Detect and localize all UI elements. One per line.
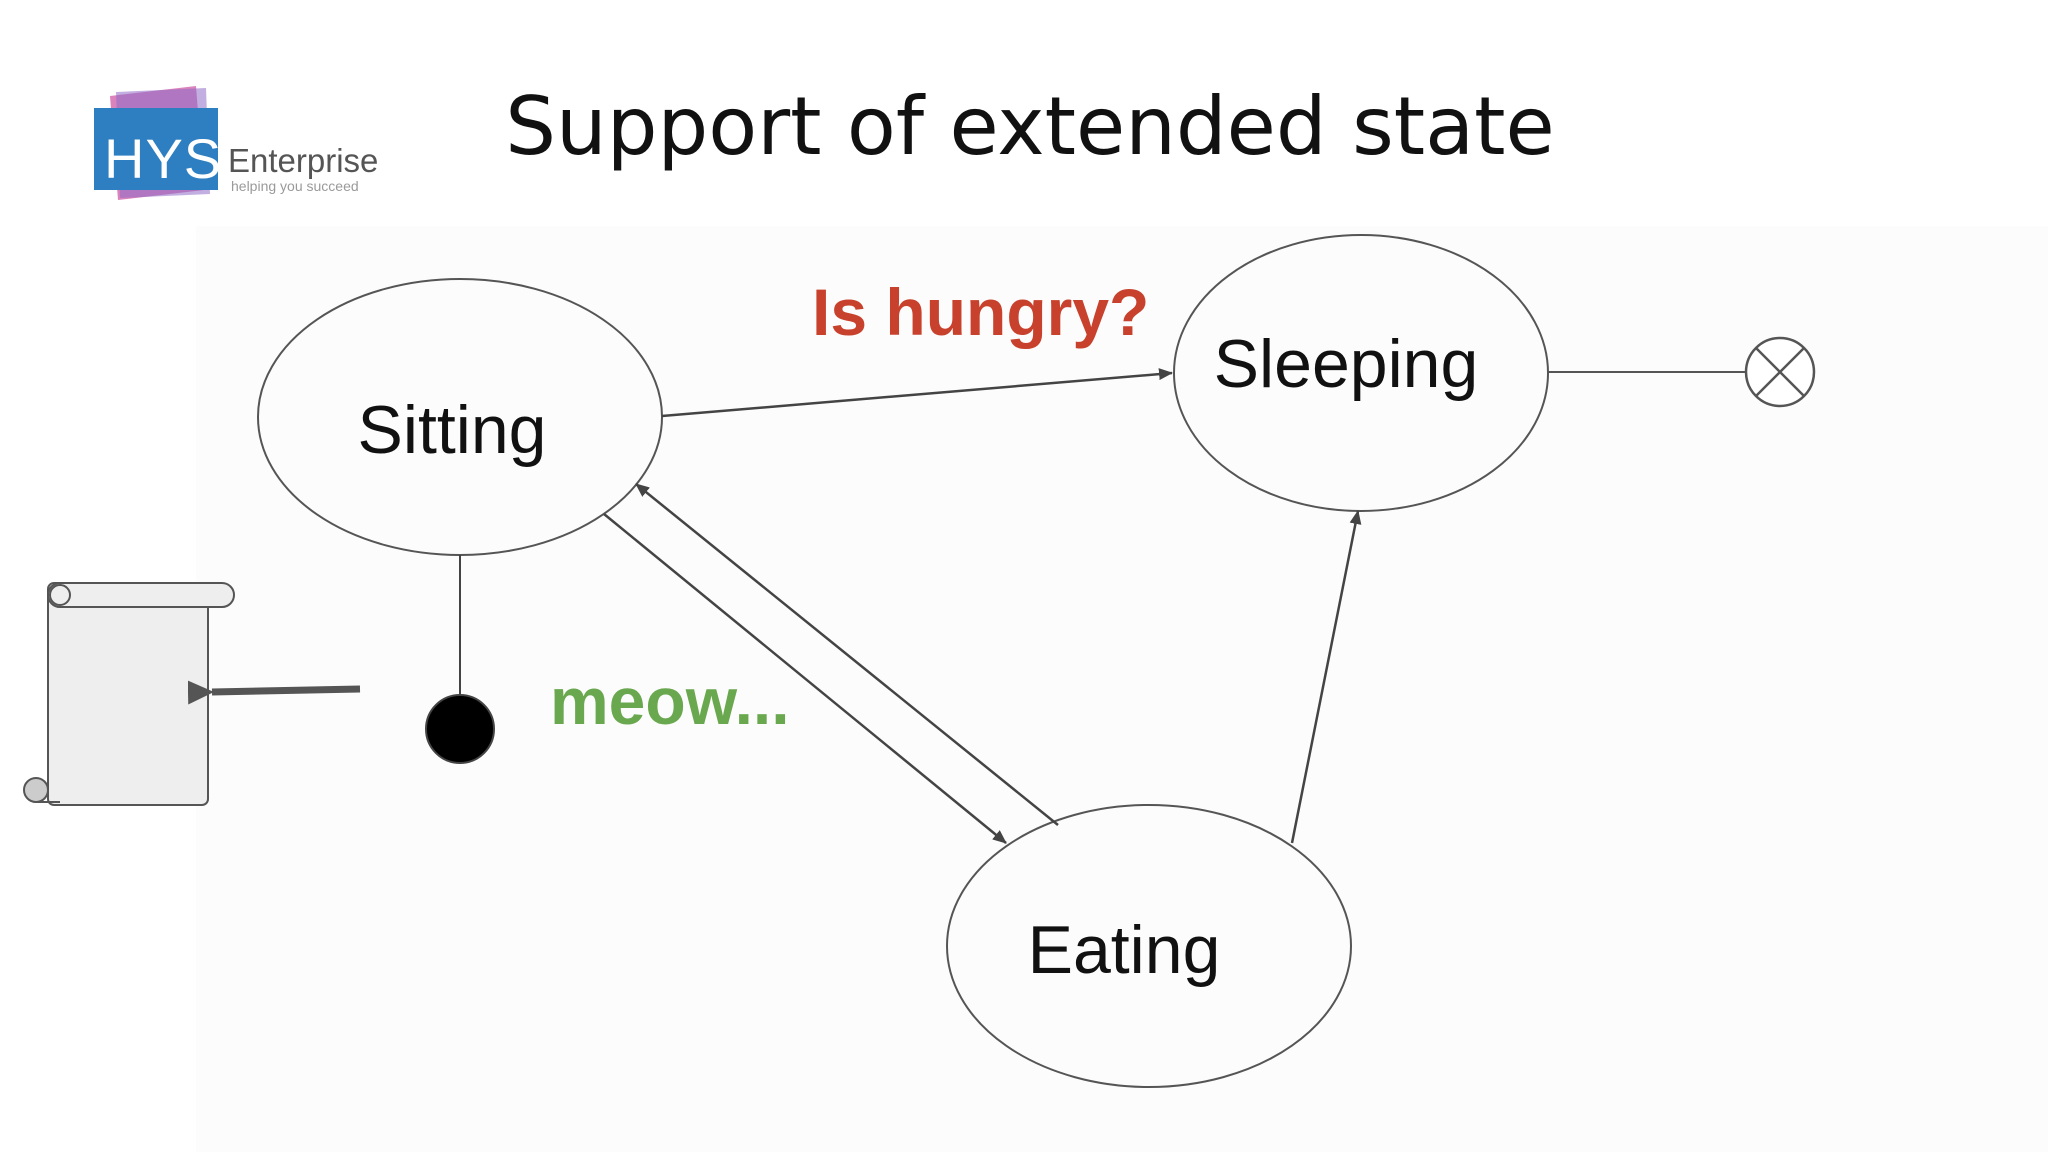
final-state-icon <box>1744 336 1816 408</box>
state-eating: Eating <box>946 804 1352 1088</box>
transition-label-meow: meow... <box>550 664 790 738</box>
state-eating-label: Eating <box>1028 912 1221 988</box>
transition-label-is-hungry: Is hungry? <box>812 275 1149 349</box>
logo: HYS Enterprise helping you succeed <box>88 82 388 222</box>
logo-name: Enterprise <box>228 142 379 179</box>
logo-mark: HYS <box>104 127 223 190</box>
scroll-icon <box>23 582 235 806</box>
state-sitting: Sitting <box>257 278 663 556</box>
transition-sitting-eating <box>603 513 1007 844</box>
state-sitting-label: Sitting <box>358 392 547 468</box>
transition-eating-sleeping <box>1290 510 1362 844</box>
logo-icon <box>94 86 218 200</box>
transition-eating-sitting <box>635 483 1059 826</box>
initial-state-dot <box>425 694 495 764</box>
state-sleeping-label: Sleeping <box>1214 326 1479 402</box>
state-sleeping: Sleeping <box>1173 234 1549 512</box>
transition-sitting-sleeping <box>661 368 1173 418</box>
logo-tagline: helping you succeed <box>231 178 359 194</box>
diagram-background <box>196 226 2048 1152</box>
slide-title: Support of extended state <box>505 80 1555 173</box>
extended-state-arrow <box>187 680 361 705</box>
